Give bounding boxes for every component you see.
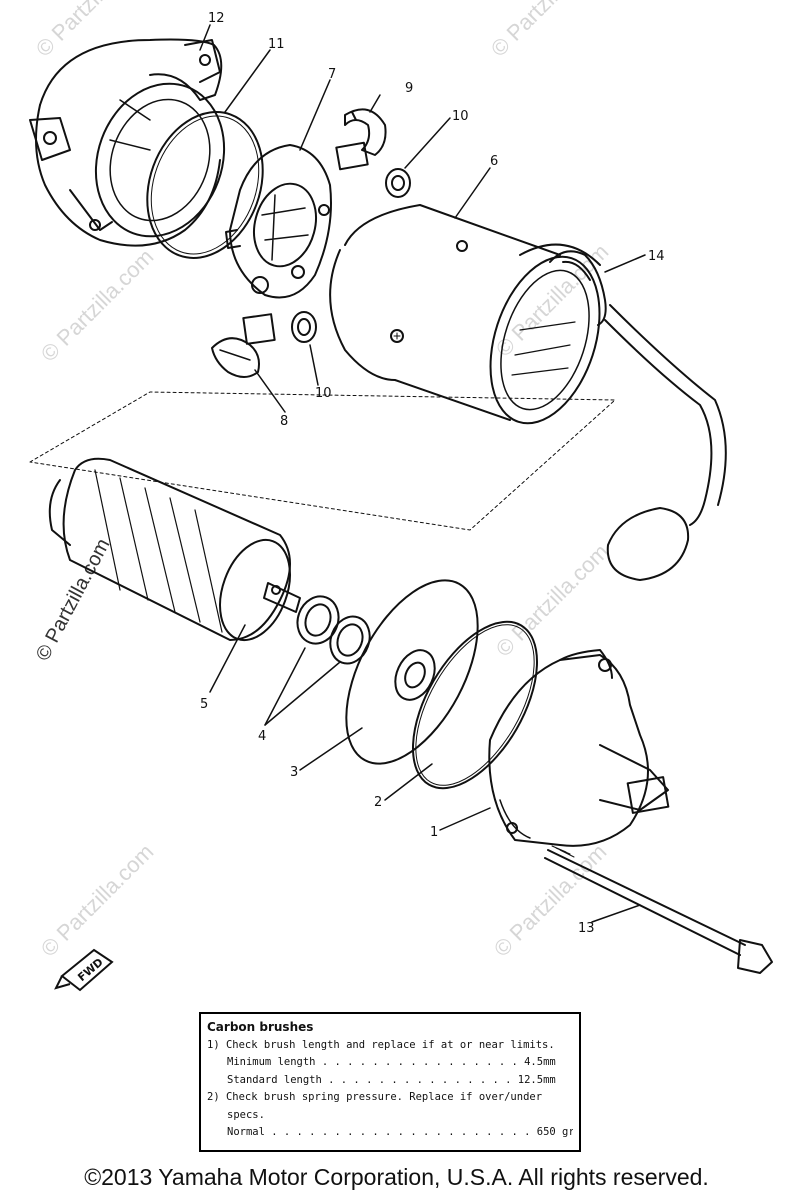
notes-line: specs.: [227, 1108, 265, 1121]
callout-8: 8: [280, 414, 288, 429]
copyright-notice: ©2013 Yamaha Motor Corporation, U.S.A. A…: [84, 1164, 709, 1190]
part-13-through-bolt: [544, 845, 773, 974]
part-7-brush-plate: [225, 144, 332, 299]
callout-7: 7: [328, 67, 336, 82]
callout-13: 13: [578, 921, 595, 936]
notes-line: 2) Check brush spring pressure. Replace …: [207, 1091, 543, 1103]
callout-5: 5: [200, 697, 208, 712]
callout-11: 11: [268, 37, 285, 52]
part-5-armature: [48, 457, 301, 642]
part-6-yoke: [329, 204, 601, 425]
fwd-arrow-icon: FWD: [54, 948, 114, 992]
callout-6: 6: [490, 154, 498, 169]
part-9-brush-holder: [335, 108, 387, 171]
leader-lines: [199, 24, 646, 923]
part-3-plate: [345, 579, 479, 765]
part-11-o-ring: [146, 111, 264, 259]
callout-9: 9: [405, 81, 413, 96]
notes-line: Standard length . . . . . . . . . . . . …: [227, 1073, 556, 1086]
notes-line: Normal . . . . . . . . . . . . . . . . .…: [227, 1126, 573, 1138]
part-14-grommet-lead: [549, 250, 727, 581]
part-1-front-cover: [488, 649, 670, 847]
callout-1: 1: [430, 825, 438, 840]
notes-title: Carbon brushes: [207, 1020, 314, 1034]
callout-4: 4: [258, 729, 266, 744]
part-4-washer-a: [296, 595, 340, 645]
carbon-brushes-notes: Carbon brushes 1) Check brush length and…: [199, 1012, 581, 1152]
callout-10-bottom: 10: [315, 386, 332, 401]
part-2-o-ring: [412, 620, 538, 790]
callout-3: 3: [290, 765, 298, 780]
callout-2: 2: [374, 795, 382, 810]
part-8-brush-holder: [211, 313, 276, 378]
notes-line: Minimum length . . . . . . . . . . . . .…: [227, 1056, 556, 1068]
callout-10-top: 10: [452, 109, 469, 124]
callout-14: 14: [648, 249, 665, 264]
part-10-bearing-top: [385, 168, 411, 198]
callout-12: 12: [208, 11, 225, 26]
part-12-end-cover: [29, 38, 226, 247]
notes-line: 1) Check brush length and replace if at …: [207, 1038, 555, 1051]
part-10-bearing-bottom: [291, 311, 317, 343]
assembly-guide-dashed: [29, 391, 616, 531]
part-4-washer-b: [329, 615, 371, 665]
